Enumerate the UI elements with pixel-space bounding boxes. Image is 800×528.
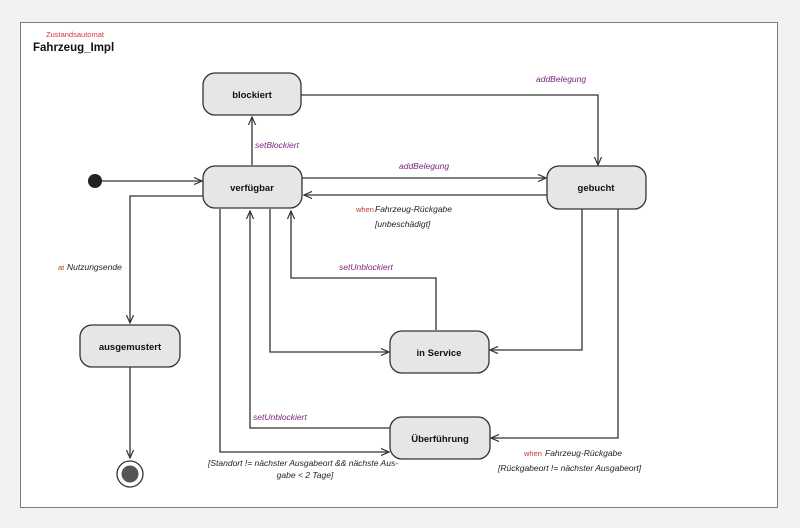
- diagram-title: Fahrzeug_Impl: [33, 42, 114, 54]
- state-in-service-label: in Service: [417, 348, 462, 359]
- state-blockiert-label: blockiert: [232, 90, 272, 101]
- state-ueberfuehrung[interactable]: Überführung: [389, 416, 491, 460]
- state-verfuegbar-label: verfügbar: [230, 183, 274, 194]
- label-nutzungsende: Nutzungsende: [67, 262, 122, 272]
- label-guard-rueckgabeort: [Rückgabeort != nächster Ausgabeort]: [497, 463, 642, 473]
- label-add-belegung-top: addBelegung: [536, 74, 586, 84]
- initial-state: [88, 174, 102, 188]
- final-state: [116, 460, 144, 488]
- label-add-belegung-mid: addBelegung: [399, 161, 449, 171]
- label-guard-unbeschaedigt: [unbeschädigt]: [374, 219, 431, 229]
- state-verfuegbar[interactable]: verfügbar: [202, 165, 303, 209]
- label-guard-standort-1: [Standort != nächster Ausgabeort && näch…: [207, 458, 398, 468]
- state-ausgemustert[interactable]: ausgemustert: [79, 324, 181, 368]
- edge-ueberfuehrung-to-verfuegbar: [250, 211, 390, 429]
- keyword-when-1: when: [355, 205, 374, 214]
- keyword-when-2: when: [523, 449, 542, 458]
- label-set-unblockiert-2: setUnblockiert: [253, 412, 307, 422]
- edge-verfuegbar-to-ueberfuehrung: [219, 209, 389, 452]
- edge-gebucht-to-ueberfuehrung: [491, 207, 619, 438]
- edge-verfuegbar-to-ausgemustert: [130, 195, 205, 323]
- label-guard-standort-2: gabe < 2 Tage]: [277, 470, 334, 480]
- state-gebucht-label: gebucht: [578, 183, 616, 194]
- stereotype-label: Zustandsautomat: [46, 30, 105, 39]
- state-ausgemustert-label: ausgemustert: [99, 342, 162, 353]
- state-ueberfuehrung-label: Überführung: [411, 434, 469, 445]
- label-set-blockiert: setBlockiert: [255, 140, 300, 150]
- state-in-service[interactable]: in Service: [389, 330, 490, 374]
- label-rueckgabe-1: Fahrzeug-Rückgabe: [375, 204, 452, 214]
- label-rueckgabe-2: Fahrzeug-Rückgabe: [545, 448, 622, 458]
- state-blockiert[interactable]: blockiert: [202, 72, 302, 116]
- edge-blockiert-to-gebucht: [301, 94, 598, 165]
- edge-inservice-to-verfuegbar: [291, 211, 437, 330]
- keyword-at: at: [58, 263, 65, 272]
- label-set-unblockiert-1: setUnblockiert: [339, 262, 393, 272]
- edge-verfuegbar-to-inservice: [269, 209, 389, 352]
- state-gebucht[interactable]: gebucht: [546, 165, 647, 210]
- edge-gebucht-to-inservice: [490, 209, 583, 350]
